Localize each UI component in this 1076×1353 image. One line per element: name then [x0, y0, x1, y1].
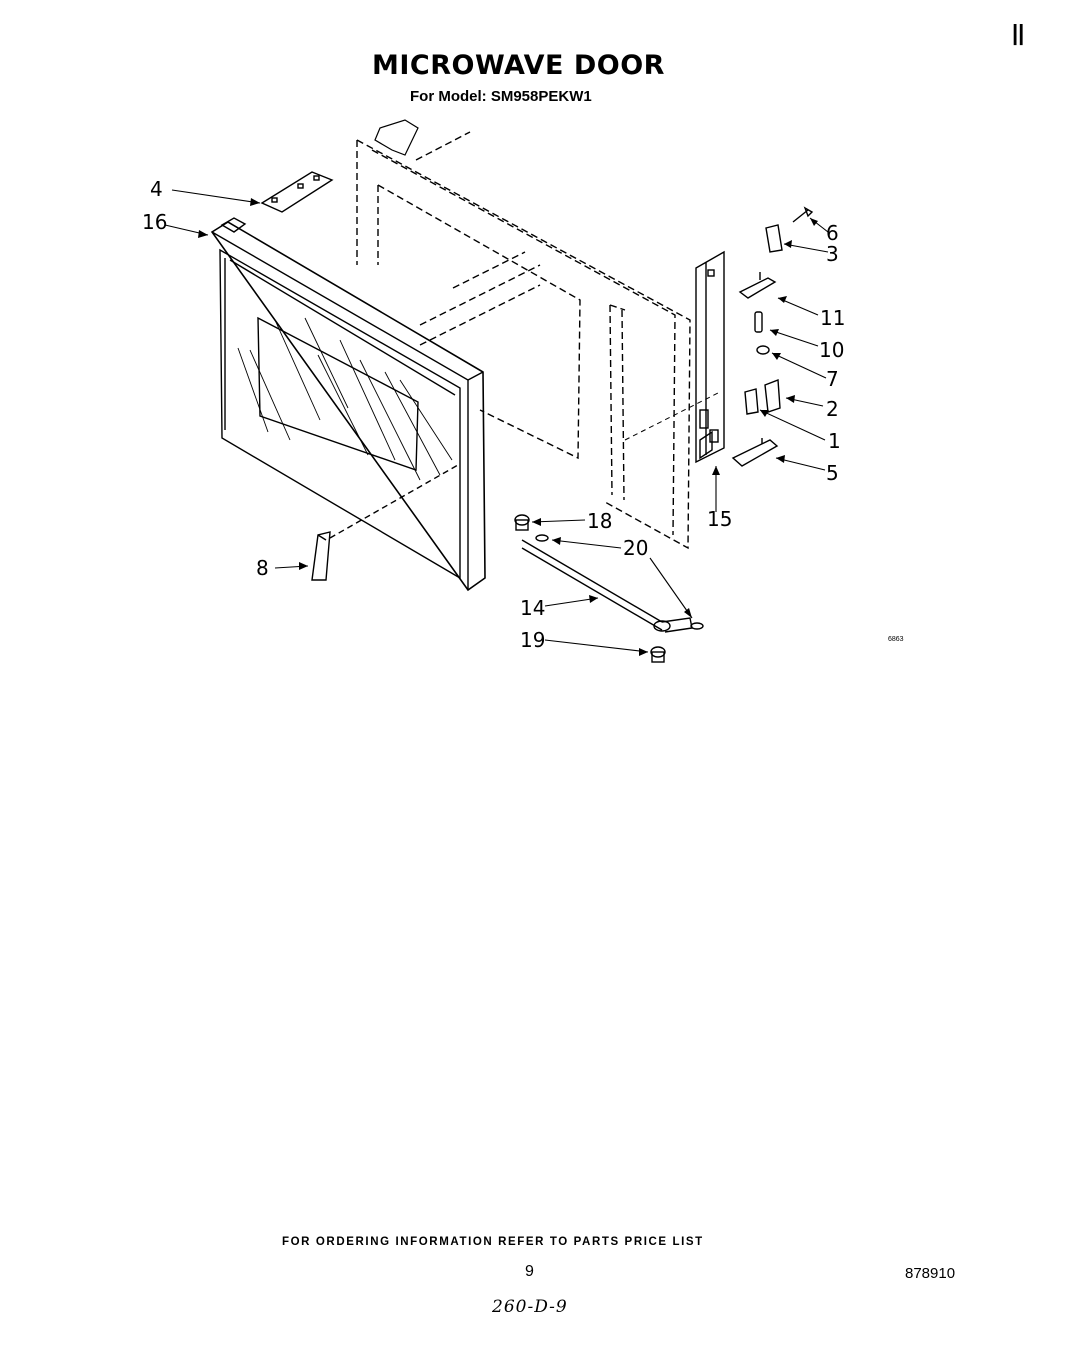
callout-label: 16: [142, 210, 167, 234]
part-15-latch-bracket: [695, 250, 725, 464]
part-14-hinge-arm: [521, 539, 693, 633]
part-20-washers: [535, 534, 704, 632]
part-19-bushing: [650, 646, 666, 663]
handwritten-note: 260-D-9: [492, 1297, 568, 1317]
part-5-latch-lever: [731, 438, 779, 467]
ordering-note: FOR ORDERING INFORMATION REFER TO PARTS …: [282, 1236, 704, 1248]
callout-label: 14: [520, 596, 545, 620]
oven-frame-outline: [356, 131, 691, 550]
part-2-switch: [764, 379, 781, 413]
part-7-washer: [756, 345, 770, 355]
part-11-latch-lever: [738, 272, 777, 299]
callout-label: 1: [828, 429, 841, 453]
part-1-switch: [744, 388, 759, 415]
part-10-pin: [754, 311, 763, 333]
callout-label: 6: [826, 221, 839, 245]
callout-label: 18: [587, 509, 612, 533]
part-18-bushing: [514, 514, 530, 531]
callout-label: 5: [826, 461, 839, 485]
arrow-heads: [198, 198, 818, 656]
callout-label: 8: [256, 556, 269, 580]
callout-label: 11: [820, 306, 845, 330]
callout-label: 7: [826, 367, 839, 391]
callout-label: 10: [819, 338, 844, 362]
callout-label: 3: [826, 242, 839, 266]
part-3-clip: [765, 224, 783, 253]
door-assembly: [210, 217, 486, 592]
callout-label: 4: [150, 177, 163, 201]
diagram-title: MICROWAVE DOOR: [372, 50, 665, 81]
figure-code: 6863: [888, 636, 904, 643]
part-8-handle: [311, 531, 331, 581]
corner-mark: ||: [1012, 20, 1025, 45]
page-number: 9: [525, 1263, 534, 1280]
exploded-parts-diagram: 4 16 6 3 11 10 7 2 1 5 15 18 20 8 14 19: [142, 119, 845, 663]
callout-label: 19: [520, 628, 545, 652]
part-6-screw: [792, 206, 814, 223]
callout-label: 15: [707, 507, 732, 531]
document-number: 878910: [905, 1265, 956, 1282]
door-glass-reflections: [237, 317, 453, 481]
callout-label: 20: [623, 536, 648, 560]
part-4-hinge-plate: [260, 171, 334, 213]
model-line: For Model: SM958PEKW1: [410, 88, 592, 105]
frame-top-bracket: [374, 119, 419, 156]
callout-label: 2: [826, 397, 839, 421]
